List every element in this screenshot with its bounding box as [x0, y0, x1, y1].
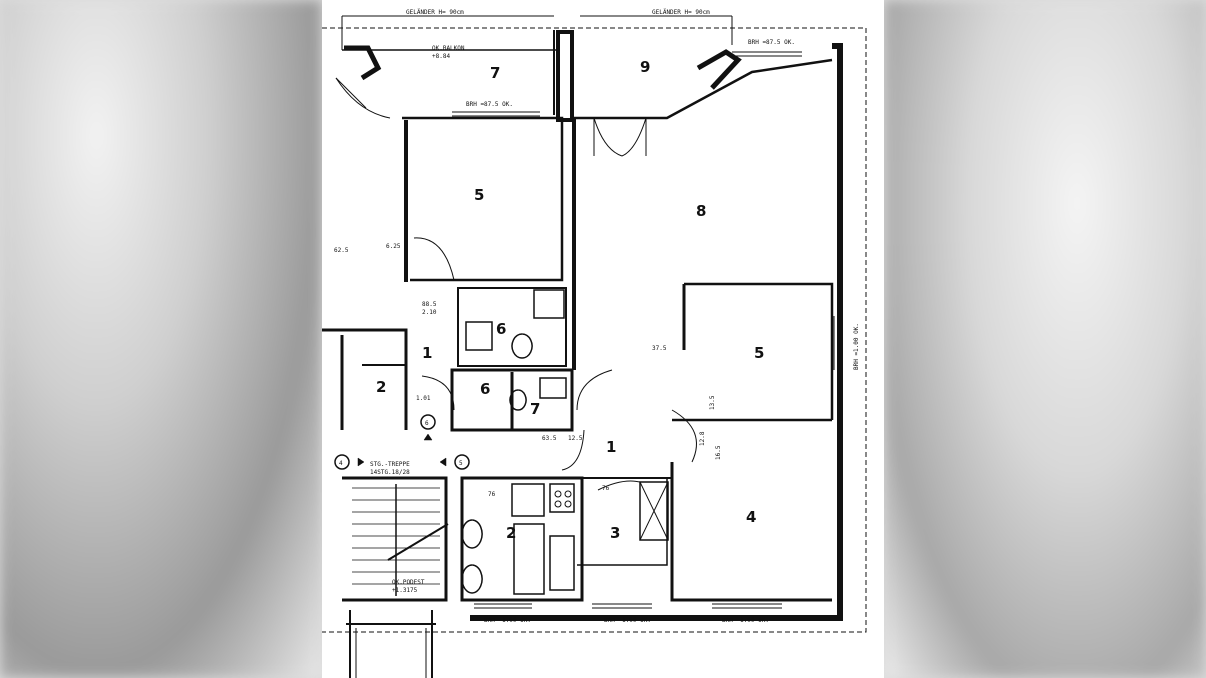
room-number: 1: [422, 344, 432, 362]
stair-label: STG.-TREPPE: [370, 461, 410, 468]
blurred-background-right: [884, 0, 1206, 678]
dimension-label: 2.10: [422, 309, 437, 316]
dimension-label-vertical: 12.8: [699, 431, 706, 446]
axis-marker-4: [334, 454, 350, 470]
sill-label: BRH =1.00 OK.: [604, 617, 651, 624]
axis-marker-6: [420, 414, 436, 430]
axis-marker-5: [454, 454, 470, 470]
dimension-label-vertical: 13.5: [709, 395, 716, 410]
axis-label-4: 4: [339, 460, 343, 467]
dimension-label: 1.01: [416, 395, 431, 402]
room-number: 4: [746, 508, 756, 526]
room-number: 7: [530, 400, 540, 418]
dimension-label: 63.5: [542, 435, 557, 442]
railing-label-left: GELÄNDER H= 90cm: [406, 9, 464, 16]
room-number: 1: [606, 438, 616, 456]
room-number: 6: [496, 320, 506, 338]
dimension-label-vertical: 16.5: [715, 445, 722, 460]
outer-wall-east: [470, 43, 843, 621]
landing-value: +1.3175: [392, 587, 418, 594]
floor-plan-drawing: 4 5 6 GELÄNDER H= 90cm GELÄNDER H= 90cm …: [322, 9, 867, 678]
sill-label: BRH =1.00 OK.: [484, 617, 531, 624]
room-number: 2: [376, 378, 386, 396]
blurred-background-left: [0, 0, 322, 678]
room-number: 7: [490, 64, 500, 82]
sill-label: BRH =87.5 OK.: [748, 39, 795, 46]
floor-plan-sheet: 4 5 6 GELÄNDER H= 90cm GELÄNDER H= 90cm …: [322, 0, 884, 678]
room-5a-walls: [402, 116, 564, 282]
room-number: 6: [480, 380, 490, 398]
dimension-label: 76: [602, 485, 610, 492]
room-number: 5: [474, 186, 484, 204]
axis-label-5: 5: [459, 460, 463, 467]
room-number: 5: [754, 344, 764, 362]
sill-label: BRH =1.00 OK.: [722, 617, 769, 624]
room-number: 8: [696, 202, 706, 220]
railing-label-right: GELÄNDER H= 90cm: [652, 9, 710, 16]
dimension-label: 76: [488, 491, 496, 498]
axis-label-6: 6: [425, 420, 429, 427]
sill-label: BRH =87.5 OK.: [466, 101, 513, 108]
dimension-label: 6.25: [386, 243, 401, 250]
stairwell-walls: [342, 476, 448, 602]
dimension-label: 88.5: [422, 301, 437, 308]
dimension-label: 62.5: [334, 247, 349, 254]
room-number: 2: [506, 524, 516, 542]
balcony-level-value: +8.84: [432, 53, 450, 60]
sill-label-vertical: BRH =1.00 OK.: [853, 323, 860, 370]
room-number: 9: [640, 58, 650, 76]
property-boundary: [322, 27, 867, 633]
room-number: 3: [610, 524, 620, 542]
stair-value: 14STG.18/28: [370, 469, 410, 476]
landing-label: OK.PODEST: [392, 579, 425, 586]
dimension-label: 37.5: [652, 345, 667, 352]
balcony-level-label: OK.BALKON: [432, 45, 465, 52]
dimension-label: 12.5: [568, 435, 583, 442]
